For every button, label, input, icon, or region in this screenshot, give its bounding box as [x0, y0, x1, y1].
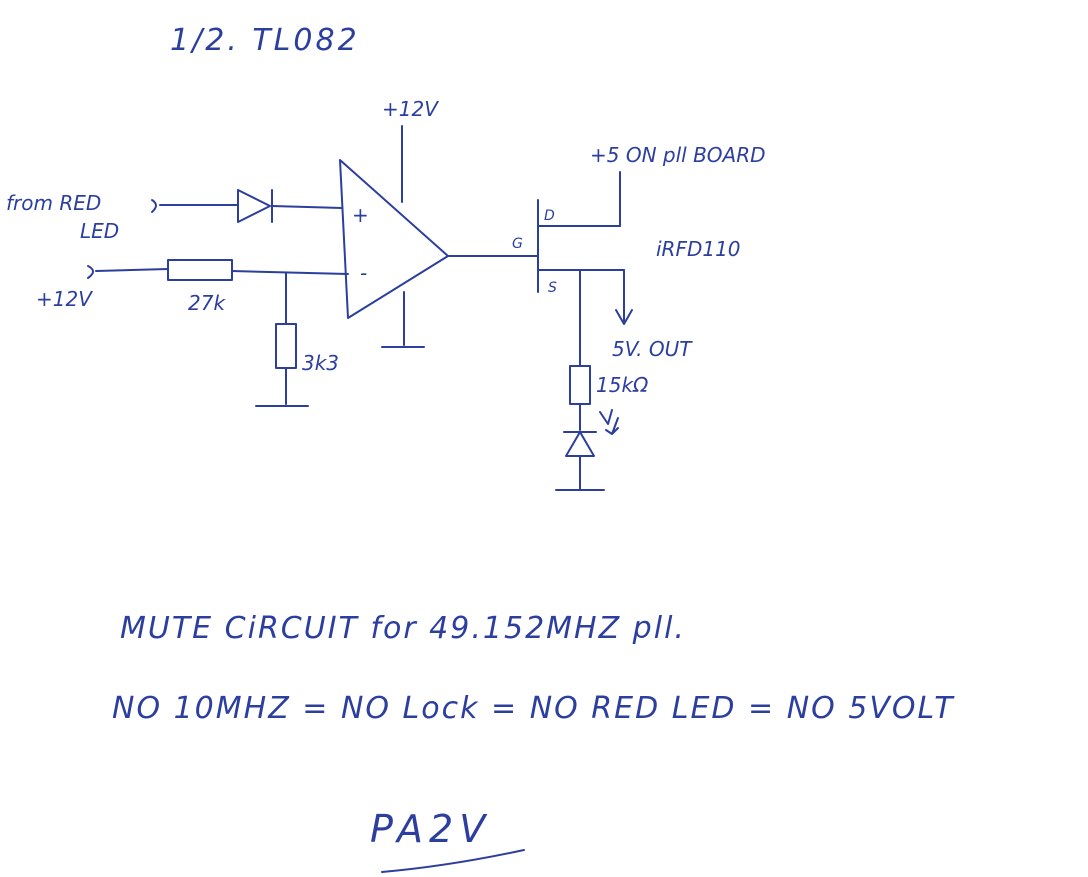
resistor-15k-label: 15kΩ: [596, 373, 649, 397]
mosfet-gate-pin: G: [512, 236, 523, 252]
opamp-minus-label: -: [360, 261, 367, 285]
resistor-27k-label: 27k: [188, 291, 226, 315]
signature-underline: [381, 849, 525, 873]
opamp-supply-label: +12V: [382, 97, 439, 121]
opamp-plus-label: +: [352, 203, 369, 227]
resistor-3k3: [275, 323, 297, 369]
diode-to-plus-wire: [271, 205, 343, 209]
header-title: 1/2. TL082: [170, 23, 360, 58]
mosfet-source-pin: S: [548, 280, 557, 296]
opamp-triangle: [339, 159, 449, 319]
input-connector-12v: [87, 265, 94, 279]
resistor-to-minus-wire: [231, 270, 349, 275]
input-wire-12v: [95, 268, 169, 272]
input-12v-label: +12V: [36, 287, 93, 311]
output-arrow-icon: [615, 309, 633, 325]
note-line-2: NO 10MHZ = NO Lock = NO RED LED = NO 5VO…: [112, 691, 955, 726]
mosfet-part-label: iRFD110: [656, 237, 741, 261]
resistor-27k: [167, 259, 233, 281]
output-label: 5V. OUT: [612, 337, 693, 361]
drain-supply-label: +5 ON pll BOARD: [590, 143, 766, 167]
diode-body: [237, 189, 271, 223]
led-body: [565, 431, 595, 457]
input-led-label: from RED: [6, 191, 101, 215]
led-light-icon: [599, 409, 619, 435]
resistor-3k3-label: 3k3: [302, 351, 339, 375]
signature: PA2V: [370, 807, 491, 851]
input-connector-led: [151, 199, 157, 213]
note-line-1: MUTE CiRCUIT for 49.152MHZ pll.: [120, 611, 686, 646]
input-led-label-2: LED: [80, 219, 119, 243]
mosfet-drain-pin: D: [544, 208, 555, 224]
resistor-15k: [569, 365, 591, 405]
